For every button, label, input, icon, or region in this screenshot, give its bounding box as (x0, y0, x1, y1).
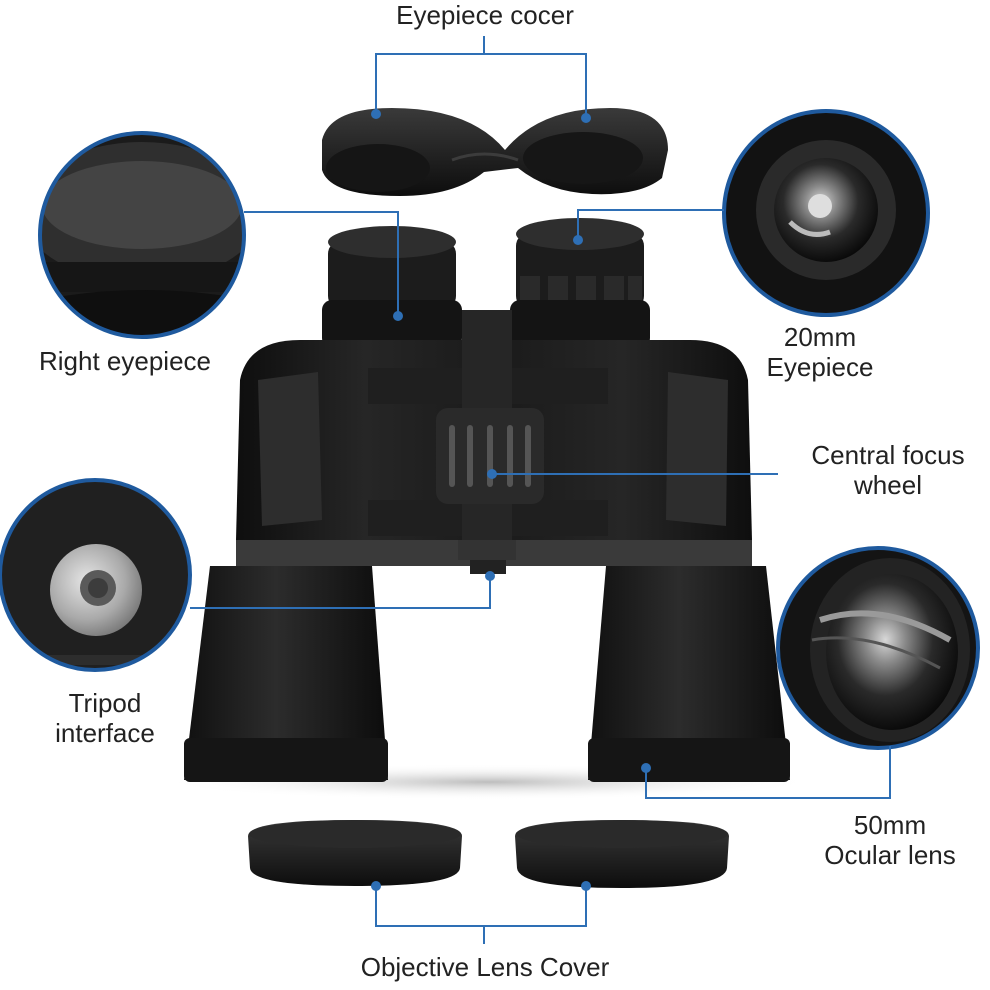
label-focus-wheel-line1: Central focus (811, 440, 965, 470)
leader-right-eyepiece (244, 211, 399, 316)
label-ocular-lens-50mm: 50mm Ocular lens (800, 810, 980, 870)
label-tripod-line2: interface (55, 718, 155, 748)
label-focus-wheel-line2: wheel (854, 470, 922, 500)
callout-ocular-lens-50mm (776, 546, 980, 750)
leader-eyepiece-cover (375, 53, 587, 118)
leader-tripod (190, 576, 491, 609)
label-right-eyepiece-text: Right eyepiece (39, 346, 211, 376)
callout-eyepiece-20mm (722, 109, 930, 317)
label-ocular-lens-line2: Ocular lens (824, 840, 956, 870)
label-ocular-lens-line1: 50mm (853, 810, 927, 840)
leader-objective-cover (375, 886, 587, 927)
leader-ocular-lens (645, 746, 891, 799)
leader-eyepiece-20mm (577, 209, 724, 240)
eyepiece-cover (322, 108, 668, 196)
label-right-eyepiece: Right eyepiece (10, 346, 240, 376)
callout-tripod-interface (0, 478, 192, 672)
label-tripod: Tripod interface (20, 688, 190, 748)
binocular-body (158, 218, 818, 800)
label-eyepiece-20mm-line2: Eyepiece (766, 352, 874, 382)
label-eyepiece-20mm-line1: 20mm (783, 322, 857, 352)
label-eyepiece-20mm: 20mm Eyepiece (740, 322, 900, 382)
label-tripod-line1: Tripod (68, 688, 142, 718)
objective-lens-covers (248, 820, 729, 888)
label-objective-cover-text: Objective Lens Cover (360, 952, 610, 982)
leader-lines (190, 36, 891, 944)
label-objective-cover: Objective Lens Cover (300, 952, 670, 982)
leader-dots (371, 109, 651, 891)
label-focus-wheel: Central focus wheel (790, 440, 986, 500)
callout-right-eyepiece (38, 131, 246, 339)
label-eyepiece-cover: Eyepiece cocer (330, 0, 640, 30)
label-eyepiece-cover-text: Eyepiece cocer (396, 0, 574, 30)
